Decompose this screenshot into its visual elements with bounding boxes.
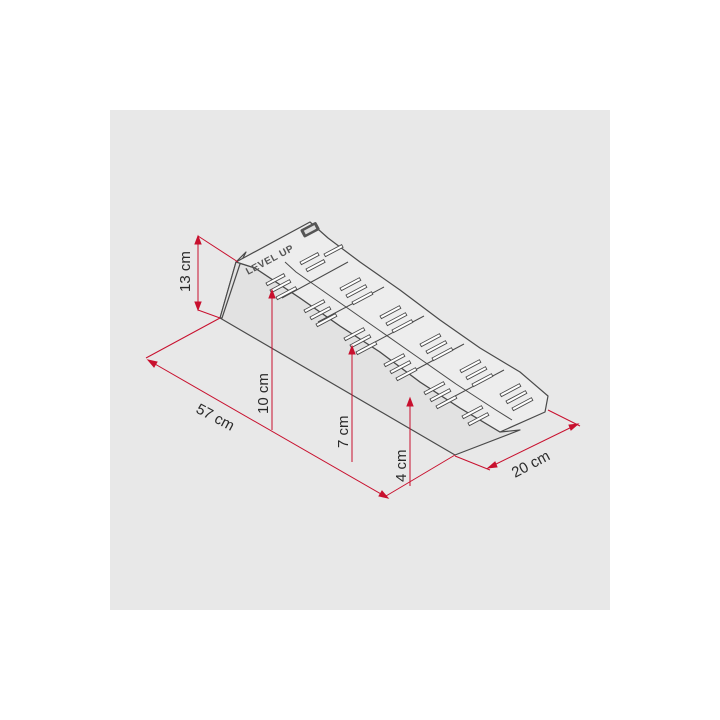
dim-step-low-label: 4 cm — [393, 449, 410, 482]
dim-length-line — [147, 359, 389, 499]
tread-slot — [391, 319, 414, 334]
dim-step-low-arrow — [406, 396, 414, 407]
tread-slot — [309, 306, 332, 321]
tread-slot — [389, 360, 412, 375]
center-rib — [284, 261, 513, 421]
tread-slot — [505, 390, 528, 405]
dim-width-arrow-b — [568, 423, 580, 431]
fiamma-logo-icon — [300, 222, 320, 238]
tread-slot — [499, 383, 522, 398]
ramp: LEVEL UP — [219, 221, 549, 456]
step-ridge-2 — [317, 286, 385, 323]
tread-slot — [379, 305, 402, 320]
dim-height-arrow-top — [194, 234, 202, 245]
tread-slot — [511, 397, 534, 412]
tread-slot — [383, 353, 406, 368]
dim-length-arrow-b — [378, 490, 390, 499]
tread-slot — [299, 252, 320, 266]
tread-slot — [305, 259, 326, 273]
dim-width-arrow-a — [486, 461, 498, 469]
tread-slot — [429, 388, 452, 403]
dim-length-ext-a — [145, 317, 221, 359]
tread-slot — [349, 334, 372, 349]
tread-slot — [435, 395, 458, 410]
tread-slot — [269, 279, 292, 294]
dimension-lines — [145, 234, 581, 499]
tread-slot — [343, 327, 366, 342]
dim-width-ext-b — [547, 409, 581, 427]
tread-slot — [425, 340, 448, 355]
tread-slot — [275, 286, 298, 301]
dim-height-label: 13 cm — [177, 251, 194, 292]
dim-length-arrow-a — [146, 359, 158, 368]
tread-slot — [471, 373, 494, 388]
tread-slot — [265, 273, 286, 287]
dim-width-ext-a — [454, 455, 491, 471]
tread-slot — [431, 347, 454, 362]
tread-slot — [423, 381, 446, 396]
tread-slots-left — [265, 273, 490, 427]
tread-slot — [303, 299, 326, 314]
ramp-left-end — [219, 251, 247, 319]
tread-slot — [385, 312, 408, 327]
tread-slot — [459, 359, 482, 374]
tread-slot — [345, 284, 368, 299]
tread-slot — [315, 313, 338, 328]
tread-slot — [323, 244, 344, 258]
tread-slot — [419, 333, 442, 348]
step-ridge-1 — [281, 261, 349, 299]
dim-height-ext-bot — [197, 309, 221, 319]
tread-slot — [467, 412, 490, 427]
dim-step-high-arrow — [268, 288, 276, 299]
dim-step-mid-arrow — [348, 344, 356, 355]
dim-step-high-label: 10 cm — [255, 373, 272, 414]
tread-slots-right — [299, 244, 534, 412]
tread-slot — [351, 291, 374, 306]
tread-slot — [461, 405, 484, 420]
dim-width-line — [487, 423, 579, 469]
tread-slot — [465, 366, 488, 381]
dim-step-mid-label: 7 cm — [335, 415, 352, 448]
dim-height-ext-top — [197, 235, 239, 263]
ramp-top-surface — [235, 221, 549, 433]
dim-height-arrow-bot — [194, 301, 202, 312]
dim-length-ext-b — [385, 454, 456, 497]
tread-slot — [395, 367, 418, 382]
tread-slot — [339, 277, 362, 292]
tread-slot — [355, 341, 378, 356]
